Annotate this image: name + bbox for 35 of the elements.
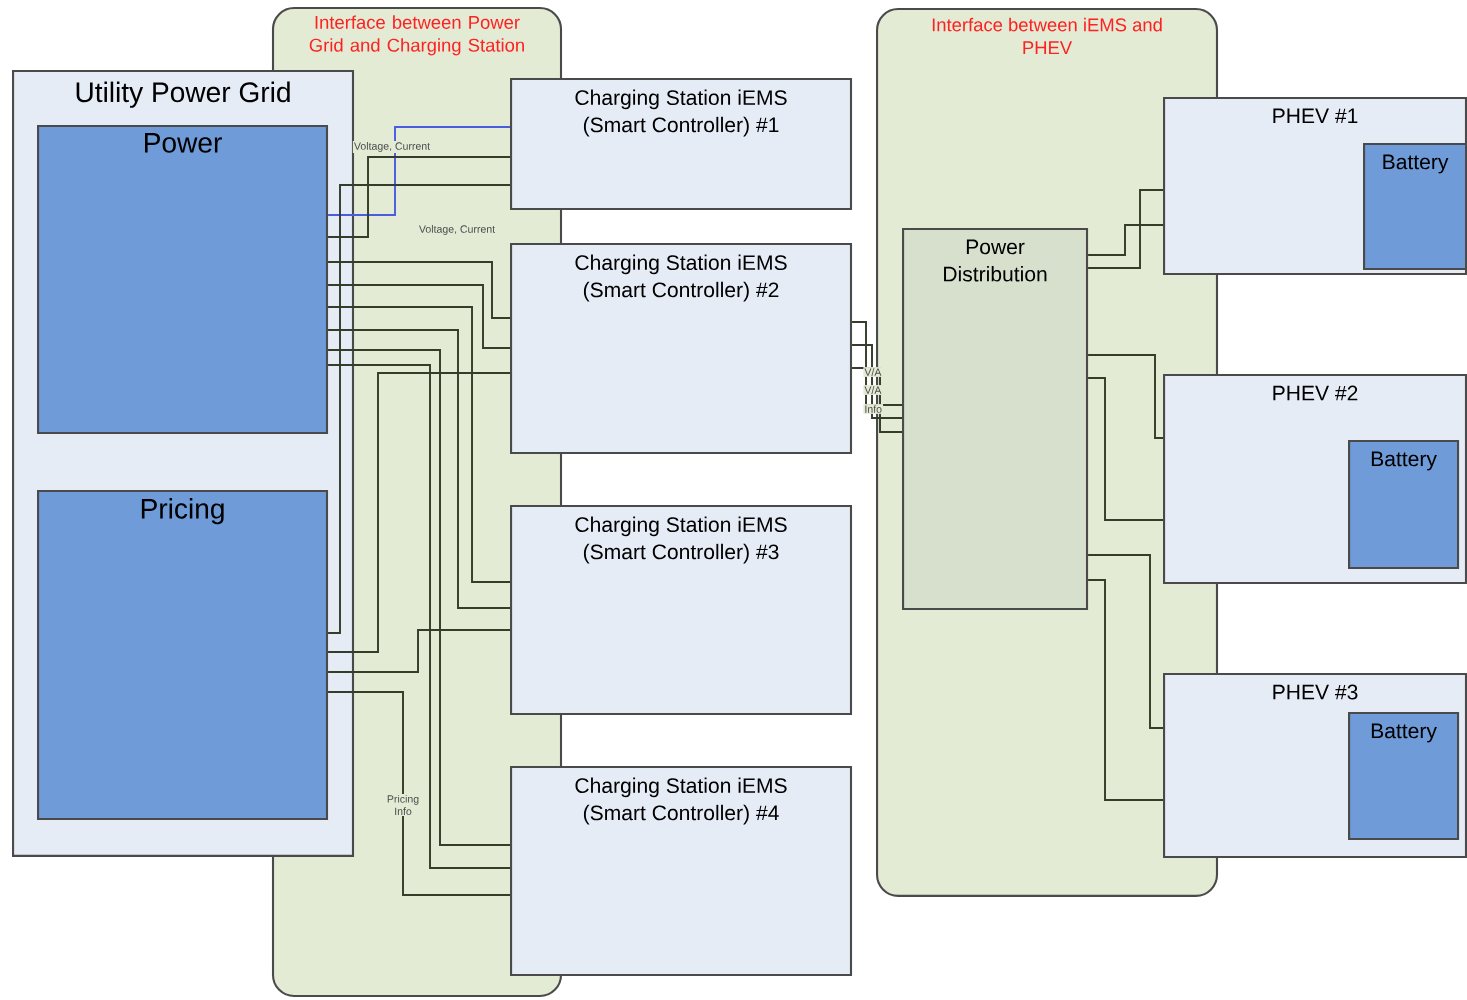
- controller-box: Charging Station iEMS (Smart Controller) #4: [510, 766, 853, 977]
- wire: [1087, 224, 1164, 256]
- edge-label: Pricing Info: [379, 793, 427, 817]
- wire: [1087, 377, 1164, 521]
- wire: [851, 344, 903, 419]
- wire: [327, 261, 511, 319]
- wire: [1087, 554, 1164, 729]
- wire: [1087, 189, 1164, 269]
- controller-box: Charging Station iEMS (Smart Controller) #1: [510, 78, 853, 211]
- controller-box: Charging Station iEMS (Smart Controller) #3: [510, 505, 853, 716]
- distribution-box: Power Distribution: [902, 228, 1089, 611]
- battery-block: Battery: [1348, 440, 1460, 570]
- edge-label: Voltage, Current: [417, 224, 497, 236]
- wire: [1087, 579, 1164, 801]
- wire: [327, 372, 511, 653]
- wire: [327, 284, 511, 349]
- wire: [851, 367, 903, 433]
- battery-block: Battery: [1363, 143, 1467, 271]
- function-block: Power: [37, 125, 329, 435]
- function-block: Pricing: [37, 490, 329, 821]
- wire: [327, 184, 511, 634]
- wire: [327, 691, 511, 896]
- wire: [327, 306, 511, 583]
- edge-label: Voltage, Current: [352, 141, 432, 153]
- controller-box: Charging Station iEMS (Smart Controller) #2: [510, 243, 853, 455]
- edge-label: V/A: [863, 367, 883, 377]
- edge-label: V/A: [863, 385, 883, 395]
- battery-block: Battery: [1348, 712, 1460, 841]
- wire: [327, 329, 511, 609]
- wire: [851, 321, 903, 406]
- edge-label: Info: [863, 404, 884, 414]
- wire: [327, 126, 511, 216]
- wire: [327, 156, 511, 238]
- wire: [327, 629, 511, 673]
- wire: [1087, 354, 1164, 439]
